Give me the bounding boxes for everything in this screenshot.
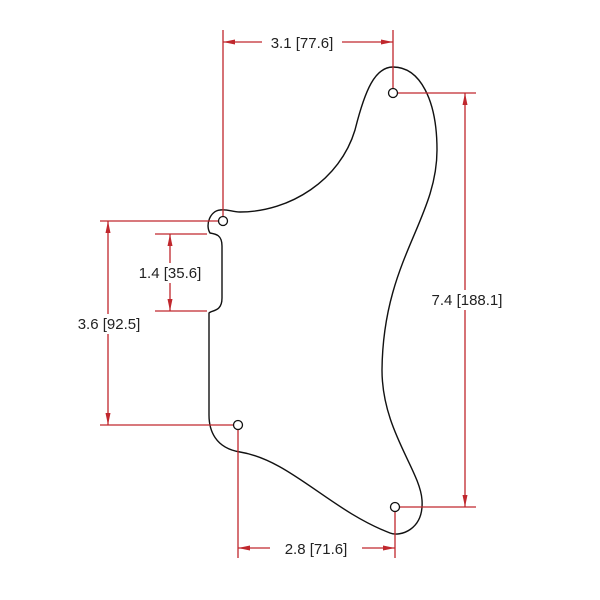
dimension-left-outer: 3.6 [92.5] (62, 221, 156, 425)
dimension-left-outer-label: 3.6 [92.5] (78, 316, 141, 333)
dimension-top-label: 3.1 [77.6] (271, 35, 334, 52)
dimension-right: 7.4 [188.1] (418, 93, 516, 507)
pickguard-outline (207, 66, 438, 535)
extension-lines (100, 30, 476, 558)
mounting-hole (389, 501, 401, 513)
dimension-right-label: 7.4 [188.1] (432, 292, 503, 309)
dimension-bottom: 2.8 [71.6] (238, 539, 395, 558)
mounting-hole (217, 215, 229, 227)
dimension-left-inner: 1.4 [35.6] (126, 234, 214, 311)
dimension-left-inner-label: 1.4 [35.6] (139, 265, 202, 282)
mounting-hole (387, 87, 399, 99)
dimension-top: 3.1 [77.6] (223, 33, 393, 52)
mounting-hole (232, 419, 244, 431)
dimension-bottom-label: 2.8 [71.6] (285, 541, 348, 558)
